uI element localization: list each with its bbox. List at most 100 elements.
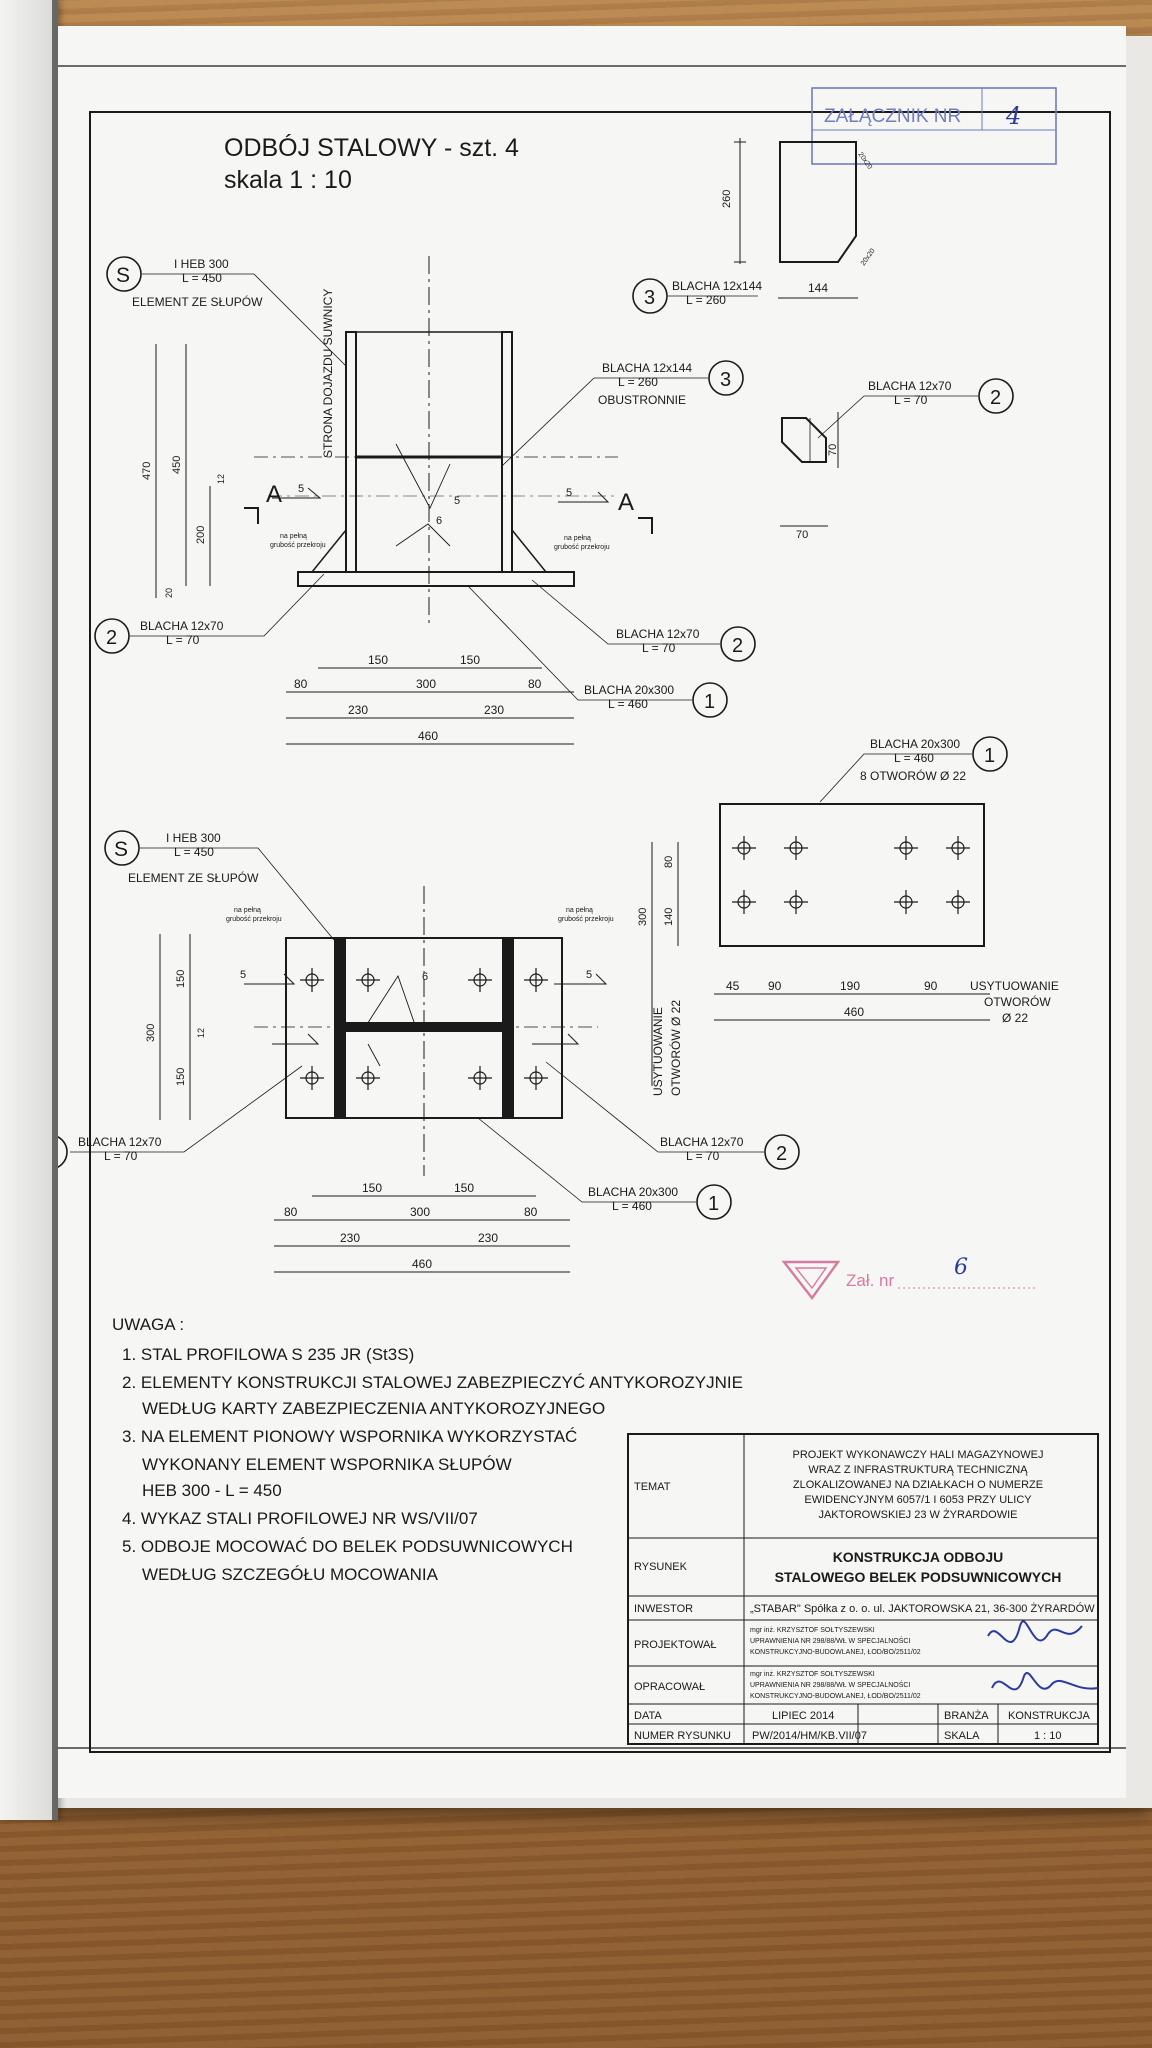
svg-text:1: 1 [708,1193,719,1215]
note-item: HEB 300 - L = 450 [142,1481,282,1500]
section-a-right: A [618,489,634,516]
svg-text:45: 45 [726,979,740,993]
svg-text:I HEB 300: I HEB 300 [166,831,221,845]
svg-text:3: 3 [720,369,731,391]
drawing-sheet: ODBÓJ STALOWY - szt. 4 skala 1 : 10 ZAŁĄ… [58,26,1126,1798]
svg-text:STALOWEGO BELEK PODSUWNICOWYCH: STALOWEGO BELEK PODSUWNICOWYCH [775,1569,1062,1585]
elevation-view: STRONA DOJAZDU SUWNICY 5 6 A A 5 na pełn… [244,256,653,626]
svg-text:150: 150 [454,1181,474,1195]
svg-text:WRAZ Z INFRASTRUKTURĄ TECHNICZ: WRAZ Z INFRASTRUKTURĄ TECHNICZNĄ [808,1464,1028,1476]
callout-heb-plan: S I HEB 300 L = 450 ELEMENT ZE SŁUPÓW [104,830,335,941]
svg-text:USYTUOWANIE: USYTUOWANIE [970,979,1059,993]
svg-text:OBUSTRONNIE: OBUSTRONNIE [598,393,686,407]
title-block: TEMAT PROJEKT WYKONAWCZY HALI MAGAZYNOWE… [627,1433,1099,1745]
svg-text:80: 80 [663,856,675,868]
svg-text:6: 6 [436,515,442,527]
note-item: 4. WYKAZ STALI PROFILOWEJ NR WS/VII/07 [122,1509,478,1528]
svg-text:L = 460: L = 460 [608,697,648,711]
svg-text:LIPIEC 2014: LIPIEC 2014 [772,1710,834,1722]
callout-plate-1-plan: 1 BLACHA 20x300 L = 460 [477,1117,732,1220]
svg-text:1 : 10: 1 : 10 [1034,1730,1062,1742]
callout-plate-2-elev-left: 2 BLACHA 12x70 L = 70 [94,573,325,654]
svg-text:JAKTOROWSKIEJ 23 W ŻYRARDOWIE: JAKTOROWSKIEJ 23 W ŻYRARDOWIE [818,1508,1017,1521]
attachment-label: ZAŁĄCZNIK NR [824,106,961,127]
svg-text:L = 70: L = 70 [642,641,676,655]
attachment-number: 4 [1005,102,1021,130]
svg-text:2: 2 [990,387,1001,409]
sheet-background [58,26,1126,1798]
svg-text:BLACHA 12x70: BLACHA 12x70 [660,1135,744,1149]
callout-heb-top: S I HEB 300 L = 450 ELEMENT ZE SŁUPÓW [106,256,347,367]
callout-plate-1-elev: 1 BLACHA 20x300 L = 460 [467,585,728,718]
svg-text:2: 2 [106,627,117,649]
svg-text:1: 1 [984,745,995,767]
elevation-horizontal-dims: 150 150 80 300 80 230 230 460 [286,653,574,745]
svg-text:KONSTRUKCJA ODBOJU: KONSTRUKCJA ODBOJU [833,1549,1004,1565]
callout-plate-2-detail: 2 BLACHA 12x70 L = 70 [817,378,1014,439]
svg-text:80: 80 [294,677,308,691]
side-label: STRONA DOJAZDU SUWNICY [321,289,335,458]
svg-text:na pełną: na pełną [234,907,261,914]
attachment-stamp: ZAŁĄCZNIK NR 4 [811,87,1057,165]
svg-text:L = 70: L = 70 [166,633,200,647]
note-item: 3. NA ELEMENT PIONOWY WSPORNIKA WYKORZYS… [122,1427,577,1446]
note-item: WYKONANY ELEMENT WSPORNIKA SŁUPÓW [142,1455,512,1474]
svg-text:EWIDENCYJNYM 6057/1 I 6053 PR: EWIDENCYJNYM 6057/1 I 6053 PRZY ULICY [804,1494,1032,1506]
svg-text:90: 90 [768,979,782,993]
svg-text:2: 2 [776,1143,787,1165]
svg-text:5: 5 [454,495,460,507]
svg-text:S: S [114,838,128,861]
dim-plate3-width: 144 [808,281,828,295]
svg-text:6: 6 [422,971,428,983]
svg-text:SKALA: SKALA [944,1730,980,1742]
elevation-vertical-dims: 470 450 200 12 20 [141,344,226,598]
callout-plate-3-elev: 3 BLACHA 12x144 L = 260 OBUSTRONNIE [501,360,744,467]
svg-text:na pełną: na pełną [566,907,593,914]
svg-text:KONSTRUKCYJNO-BUDOWLANEJ, ŁOD/: KONSTRUKCYJNO-BUDOWLANEJ, ŁOD/BO/2511/02 [750,1649,921,1656]
svg-text:150: 150 [362,1181,382,1195]
svg-text:12: 12 [196,1028,206,1038]
svg-text:INWESTOR: INWESTOR [634,1603,693,1615]
svg-text:300: 300 [145,1024,157,1042]
svg-text:L = 70: L = 70 [894,393,928,407]
svg-text:ELEMENT ZE SŁUPÓW: ELEMENT ZE SŁUPÓW [132,294,263,309]
callout-plate-2-elev-right: 2 BLACHA 12x70 L = 70 [531,579,756,662]
notes-block: UWAGA : 1. STAL PROFILOWA S 235 JR (St3S… [112,1315,743,1584]
plan-horizontal-dims: 150 150 80 300 80 230 230 460 [274,1181,570,1273]
note-item: 5. ODBOJE MOCOWAĆ DO BELEK PODSUWNICOWYC… [122,1537,573,1556]
svg-text:PROJEKT WYKONAWCZY HALI MAGAZY: PROJEKT WYKONAWCZY HALI MAGAZYNOWEJ [793,1449,1044,1461]
callout-plate-2-plan-left: 2 BLACHA 12x70 L = 70 [58,1065,303,1168]
svg-text:300: 300 [410,1205,430,1219]
svg-text:90: 90 [924,979,938,993]
svg-text:BLACHA 20x300: BLACHA 20x300 [588,1185,678,1199]
svg-text:450: 450 [171,456,183,474]
svg-text:KONSTRUKCJA: KONSTRUKCJA [1008,1710,1091,1722]
plan-vertical-dims: 300 150 150 12 [145,934,206,1120]
svg-text:KONSTRUKCYJNO-BUDOWLANEJ, ŁOD/: KONSTRUKCYJNO-BUDOWLANEJ, ŁOD/BO/2511/02 [750,1693,921,1700]
svg-text:BRANŻA: BRANŻA [944,1709,989,1722]
svg-text:mgr inż. KRZYSZTOF SOŁTYSZEWSK: mgr inż. KRZYSZTOF SOŁTYSZEWSKI [750,1671,875,1678]
svg-text:Ø 22: Ø 22 [1002,1011,1028,1025]
left-page-edge [0,0,58,1820]
zal-number: 6 [954,1255,968,1280]
section-a-left: A [266,481,282,508]
binder-spine [52,0,58,1820]
svg-text:OTWORÓW Ø 22: OTWORÓW Ø 22 [668,1000,683,1096]
svg-text:460: 460 [412,1257,432,1271]
svg-text:150: 150 [175,1068,187,1086]
svg-text:S: S [116,264,130,287]
svg-text:L = 460: L = 460 [612,1199,652,1213]
technical-drawing: ODBÓJ STALOWY - szt. 4 skala 1 : 10 ZAŁĄ… [58,26,1126,1798]
note-item: WEDŁUG KARTY ZABEZPIECZENIA ANTYKOROZYJN… [142,1399,605,1418]
svg-text:USYTUOWANIE: USYTUOWANIE [651,1007,665,1096]
svg-text:BLACHA 12x70: BLACHA 12x70 [868,379,952,393]
callout-plate-2-plan-right: 2 BLACHA 12x70 L = 70 [545,1061,800,1170]
svg-text:UPRAWNIENIA NR 298/88/WŁ W SPE: UPRAWNIENIA NR 298/88/WŁ W SPECJALNOŚCI [750,1680,910,1689]
svg-text:BLACHA 20x300: BLACHA 20x300 [870,737,960,751]
svg-text:80: 80 [284,1205,298,1219]
zal-stamp: Zał. nr 6 [781,1255,1038,1301]
svg-text:L = 260: L = 260 [686,293,726,307]
svg-text:L = 70: L = 70 [686,1149,720,1163]
svg-text:230: 230 [478,1231,498,1245]
svg-text:DATA: DATA [634,1710,662,1722]
